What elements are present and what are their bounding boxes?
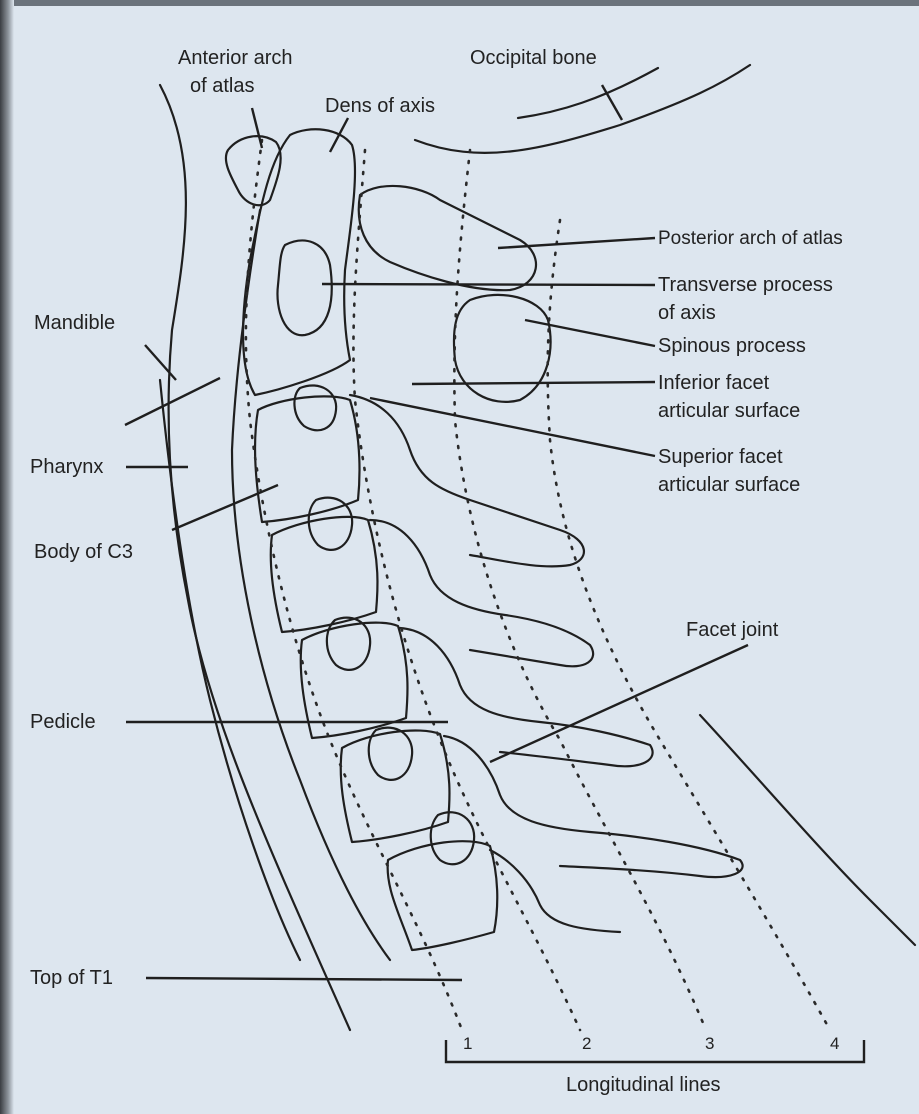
vertebra-c3-pedicle — [294, 385, 336, 430]
longitudinal-number-2: 2 — [582, 1034, 591, 1054]
posterior-arch-outline — [359, 186, 536, 290]
longitudinal-number-4: 4 — [830, 1034, 839, 1054]
leader-spinous-process — [525, 320, 655, 346]
facets-c3 — [350, 395, 584, 566]
prevertebral-line — [232, 210, 390, 960]
longitudinal-line-2 — [353, 150, 580, 1030]
label-anterior-arch-line1: Anterior arch — [178, 46, 293, 70]
leader-dens — [330, 118, 348, 152]
occipital-bone — [415, 65, 750, 153]
leader-superior-facet — [370, 398, 655, 456]
label-pharynx: Pharynx — [30, 455, 103, 479]
label-anterior-arch-line2: of atlas — [190, 74, 254, 98]
vertebra-c7-pedicle — [431, 812, 474, 864]
vertebra-c4-body — [271, 517, 378, 632]
label-longitudinal-lines: Longitudinal lines — [566, 1073, 721, 1097]
facets-c7 — [490, 850, 620, 932]
label-posterior-arch: Posterior arch of atlas — [658, 227, 843, 251]
leader-transverse-process — [322, 284, 655, 285]
vertebra-c4-pedicle — [309, 498, 352, 550]
leader-body-c3 — [172, 485, 278, 530]
spinous-process-outline — [454, 295, 551, 402]
vertebra-c5-body — [301, 623, 408, 738]
dens-outline — [243, 129, 355, 395]
leader-inferior-facet — [412, 382, 655, 384]
leader-top-t1 — [146, 978, 462, 980]
pharynx-posterior-wall — [160, 85, 350, 1030]
vertebra-c7-body — [388, 841, 498, 950]
leader-facet-joint — [490, 645, 748, 762]
label-pedicle: Pedicle — [30, 710, 96, 734]
label-transverse-process-line1: Transverse process — [658, 273, 833, 297]
label-dens-of-axis: Dens of axis — [325, 94, 435, 118]
occipital-bone-inner — [518, 68, 658, 118]
longitudinal-lines-bracket — [446, 1040, 864, 1062]
label-superior-facet-line1: Superior facet — [658, 445, 783, 469]
posterior-neck-line — [700, 715, 915, 945]
label-mandible: Mandible — [34, 311, 115, 335]
longitudinal-number-3: 3 — [705, 1034, 714, 1054]
leader-anterior-arch — [252, 108, 262, 148]
label-spinous-process: Spinous process — [658, 334, 806, 358]
leader-mandible-bone — [125, 378, 220, 425]
longitudinal-number-1: 1 — [463, 1034, 472, 1054]
leader-posterior-arch — [498, 238, 655, 248]
label-top-of-t1: Top of T1 — [30, 966, 113, 990]
label-inferior-facet-line2: articular surface — [658, 399, 800, 423]
label-facet-joint: Facet joint — [686, 618, 778, 642]
label-superior-facet-line2: articular surface — [658, 473, 800, 497]
label-inferior-facet-line1: Inferior facet — [658, 371, 769, 395]
transverse-process-outline — [277, 241, 331, 336]
label-body-of-c3: Body of C3 — [34, 540, 133, 564]
label-occipital-bone: Occipital bone — [470, 46, 597, 70]
label-transverse-process-line2: of axis — [658, 301, 716, 325]
